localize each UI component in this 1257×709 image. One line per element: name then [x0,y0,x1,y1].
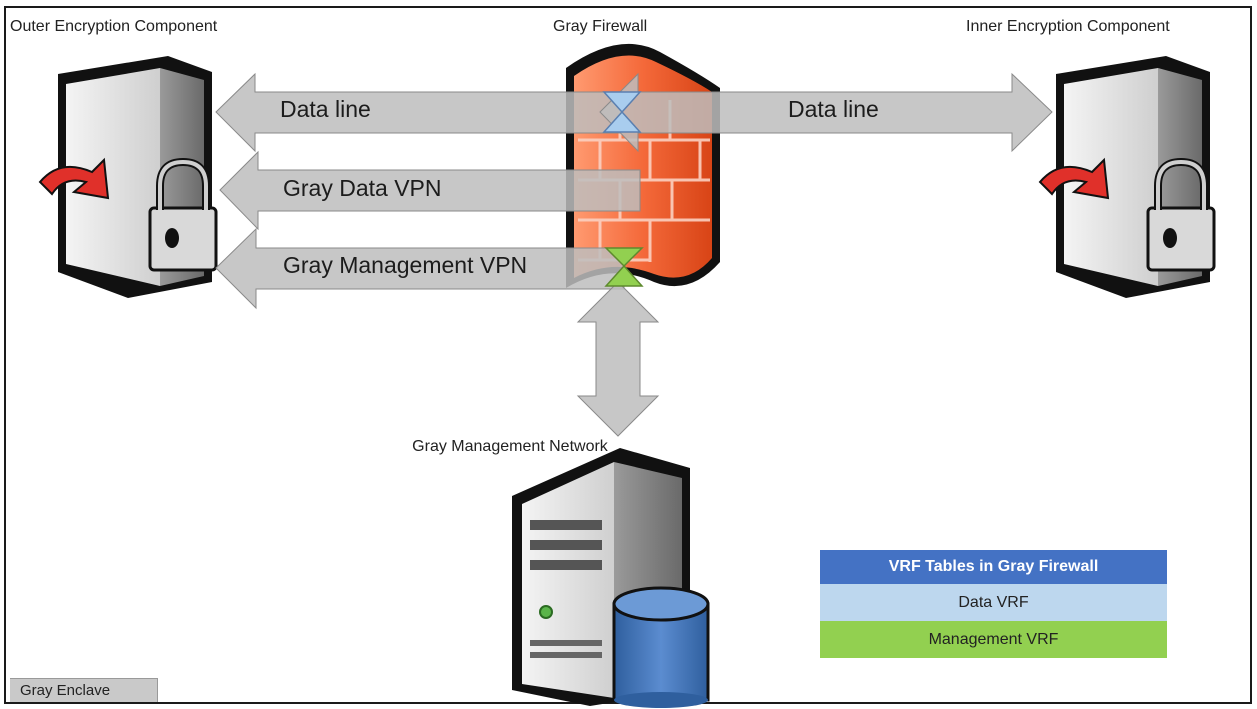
gray-data-vpn-text: Gray Data VPN [283,175,442,201]
data-line-left-arrow [215,72,623,153]
gray-enclave-badge: Gray Enclave [10,678,158,702]
inner-encryption-component-label: Inner Encryption Component [966,18,1170,35]
vrf-table: VRF Tables in Gray Firewall Data VRF Man… [820,550,1167,658]
vrf-row-management: Management VRF [820,621,1167,658]
gray-management-vpn-text: Gray Management VPN [283,252,528,278]
inner-server-lock-icon [1038,56,1216,298]
gray-management-network-label: Gray Management Network [412,438,608,455]
gray-data-vpn-arrow [219,150,641,231]
outer-server-lock-icon [38,56,218,298]
management-vrf-indicator-icon [604,247,644,287]
arrow-group [215,72,1053,437]
data-line-right-text: Data line [788,96,879,122]
vrf-table-header: VRF Tables in Gray Firewall [820,550,1167,584]
gray-firewall-label: Gray Firewall [553,18,648,35]
data-line-left-text: Data line [280,96,371,122]
outer-encryption-component-label: Outer Encryption Component [10,18,218,35]
data-line-right-arrow [599,72,1053,153]
mgmt-network-arrow [576,281,660,437]
data-vrf-indicator-icon [602,91,642,133]
vrf-row-data: Data VRF [820,584,1167,621]
server-database-icon [512,448,710,708]
